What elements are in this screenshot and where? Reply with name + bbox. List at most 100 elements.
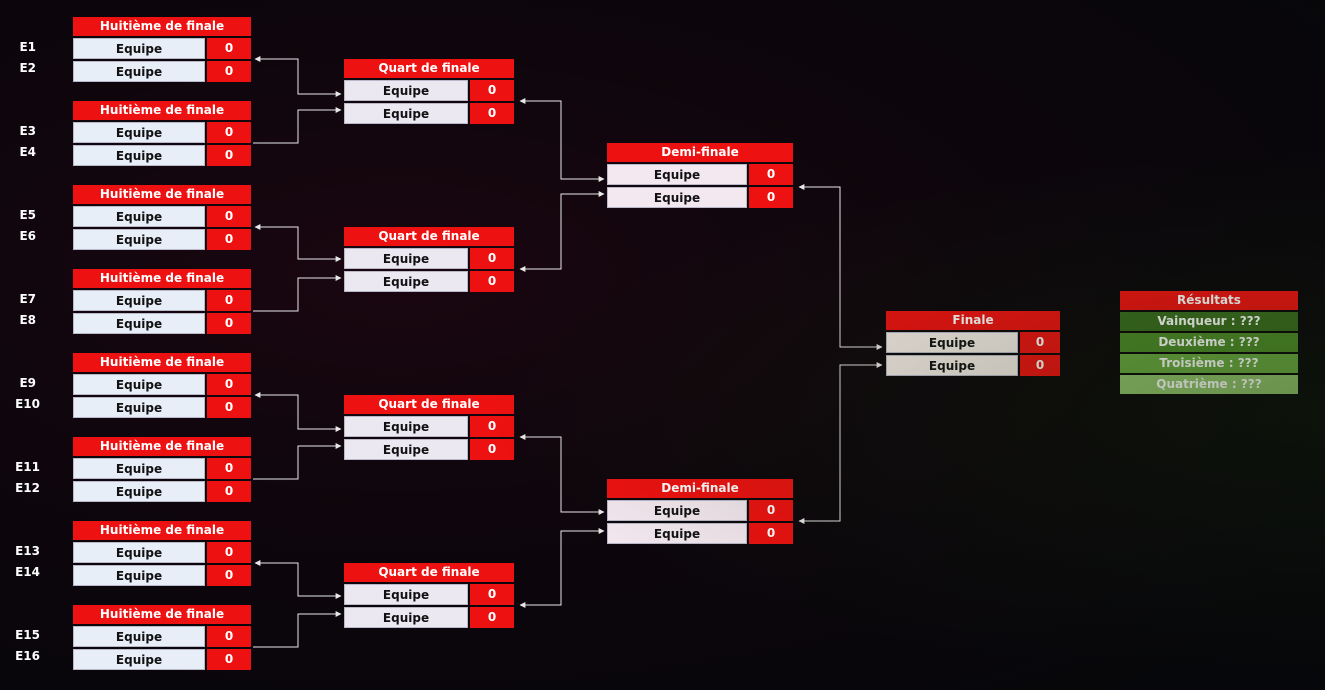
team-name[interactable]: Equipe bbox=[73, 649, 205, 670]
team-score[interactable]: 0 bbox=[749, 523, 793, 544]
team-name[interactable]: Equipe bbox=[344, 248, 468, 269]
team-score[interactable]: 0 bbox=[749, 164, 793, 185]
team-score[interactable]: 0 bbox=[470, 584, 514, 605]
team-name[interactable]: Equipe bbox=[607, 500, 747, 521]
team-name[interactable]: Equipe bbox=[886, 355, 1018, 376]
team-score[interactable]: 0 bbox=[207, 565, 251, 586]
team-name[interactable]: Equipe bbox=[344, 80, 468, 101]
team-score[interactable]: 0 bbox=[749, 187, 793, 208]
team-name[interactable]: Equipe bbox=[607, 187, 747, 208]
team-score[interactable]: 0 bbox=[207, 38, 251, 59]
team-name[interactable]: Equipe bbox=[344, 271, 468, 292]
team-score[interactable]: 0 bbox=[470, 607, 514, 628]
team-name[interactable]: Equipe bbox=[607, 164, 747, 185]
connector-line bbox=[254, 224, 342, 262]
team-name[interactable]: Equipe bbox=[73, 565, 205, 586]
entry-label: E16 bbox=[15, 649, 40, 663]
team-score[interactable]: 0 bbox=[470, 103, 514, 124]
team-name[interactable]: Equipe bbox=[73, 145, 205, 166]
team-name[interactable]: Equipe bbox=[73, 481, 205, 502]
team-name[interactable]: Equipe bbox=[73, 229, 205, 250]
entry-label: E10 bbox=[15, 397, 40, 411]
team-name[interactable]: Equipe bbox=[73, 290, 205, 311]
team-name[interactable]: Equipe bbox=[73, 397, 205, 418]
team-name[interactable]: Equipe bbox=[73, 542, 205, 563]
team-score[interactable]: 0 bbox=[207, 397, 251, 418]
team-score[interactable]: 0 bbox=[749, 500, 793, 521]
team-score[interactable]: 0 bbox=[207, 313, 251, 334]
team-name[interactable]: Equipe bbox=[73, 61, 205, 82]
team-score[interactable]: 0 bbox=[207, 374, 251, 395]
team-name[interactable]: Equipe bbox=[344, 416, 468, 437]
team-score[interactable]: 0 bbox=[1020, 332, 1060, 353]
team-name[interactable]: Equipe bbox=[344, 584, 468, 605]
team-score[interactable]: 0 bbox=[207, 458, 251, 479]
team-score[interactable]: 0 bbox=[207, 481, 251, 502]
team-name[interactable]: Equipe bbox=[73, 206, 205, 227]
entry-label: E8 bbox=[19, 313, 36, 327]
team-score[interactable]: 0 bbox=[207, 145, 251, 166]
team-name[interactable]: Equipe bbox=[607, 523, 747, 544]
team-score[interactable]: 0 bbox=[470, 416, 514, 437]
team-name[interactable]: Equipe bbox=[73, 313, 205, 334]
team-score[interactable]: 0 bbox=[207, 626, 251, 647]
team-score[interactable]: 0 bbox=[207, 61, 251, 82]
team-score[interactable]: 0 bbox=[207, 290, 251, 311]
team-name[interactable]: Equipe bbox=[73, 458, 205, 479]
match-header: Huitième de finale bbox=[73, 353, 251, 372]
team-name[interactable]: Equipe bbox=[886, 332, 1018, 353]
team-score[interactable]: 0 bbox=[207, 649, 251, 670]
team-name[interactable]: Equipe bbox=[344, 103, 468, 124]
team-score[interactable]: 0 bbox=[470, 248, 514, 269]
team-name[interactable]: Equipe bbox=[344, 439, 468, 460]
team-name[interactable]: Equipe bbox=[344, 607, 468, 628]
team-score[interactable]: 0 bbox=[207, 229, 251, 250]
match-header: Demi-finale bbox=[607, 479, 793, 498]
entry-label: E2 bbox=[19, 61, 36, 75]
team-name[interactable]: Equipe bbox=[73, 122, 205, 143]
team-score[interactable]: 0 bbox=[207, 122, 251, 143]
match-header: Huitième de finale bbox=[73, 17, 251, 36]
team-score[interactable]: 0 bbox=[1020, 355, 1060, 376]
team-score[interactable]: 0 bbox=[207, 542, 251, 563]
team-score[interactable]: 0 bbox=[470, 271, 514, 292]
team-score[interactable]: 0 bbox=[470, 439, 514, 460]
team-name[interactable]: Equipe bbox=[73, 626, 205, 647]
team-score[interactable]: 0 bbox=[207, 206, 251, 227]
team-name[interactable]: Equipe bbox=[73, 374, 205, 395]
team-name[interactable]: Equipe bbox=[73, 38, 205, 59]
team-score[interactable]: 0 bbox=[470, 80, 514, 101]
